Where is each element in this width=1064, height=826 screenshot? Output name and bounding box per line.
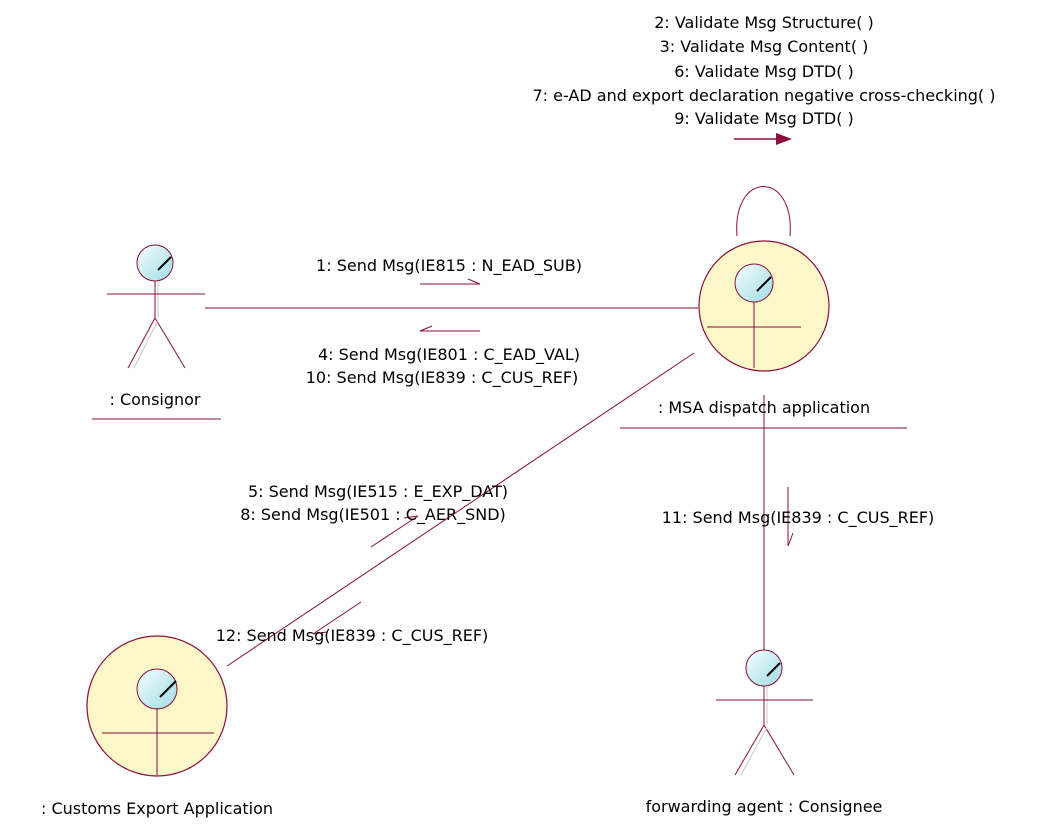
self-message-arrow: [734, 133, 792, 145]
boundary-msa-dispatch-application[interactable]: : MSA dispatch application: [620, 240, 907, 429]
message-label: 1: Send Msg(IE815 : N_EAD_SUB): [316, 256, 582, 276]
message-label: 7: e-AD and export declaration negative …: [532, 86, 995, 105]
self-link-loop[interactable]: [736, 186, 791, 237]
message-label: 5: Send Msg(IE515 : E_EXP_DAT): [248, 482, 508, 502]
message-label: 9: Validate Msg DTD( ): [674, 109, 854, 128]
message-arrow-12-backward: [312, 601, 362, 635]
actor-head-icon: [745, 649, 783, 687]
customs-label: : Customs Export Application: [41, 799, 273, 818]
message-arrow-5-forward: [370, 515, 419, 548]
message-label: 3: Validate Msg Content( ): [660, 37, 869, 56]
actor-consignor[interactable]: : Consignor: [92, 244, 221, 420]
message-label: 12: Send Msg(IE839 : C_CUS_REF): [216, 626, 489, 646]
message-arrow-11-forward: [787, 487, 794, 547]
boundary-head-icon: [734, 263, 774, 303]
self-message-labels: 2: Validate Msg Structure( ) 3: Validate…: [532, 13, 995, 128]
actor-head-icon: [136, 244, 174, 282]
link-msa-customs[interactable]: [226, 352, 695, 667]
message-label: 8: Send Msg(IE501 : C_AER_SND): [240, 505, 506, 525]
message-arrow-4-backward: [419, 325, 480, 332]
boundary-head-icon: [136, 668, 178, 710]
message-label: 10: Send Msg(IE839 : C_CUS_REF): [306, 368, 579, 388]
message-label: 11: Send Msg(IE839 : C_CUS_REF): [662, 508, 935, 528]
message-label: 2: Validate Msg Structure( ): [654, 13, 874, 32]
actor-consignee[interactable]: forwarding agent : Consignee: [646, 649, 883, 816]
message-label: 6: Validate Msg DTD( ): [674, 62, 854, 81]
message-label: 4: Send Msg(IE801 : C_EAD_VAL): [318, 345, 580, 365]
message-arrow-1-forward: [420, 278, 481, 285]
msa-label: : MSA dispatch application: [658, 398, 870, 417]
boundary-customs-export-application[interactable]: : Customs Export Application: [41, 635, 273, 818]
actor-consignor-label: : Consignor: [109, 390, 200, 409]
actor-consignee-label: forwarding agent : Consignee: [646, 797, 883, 816]
